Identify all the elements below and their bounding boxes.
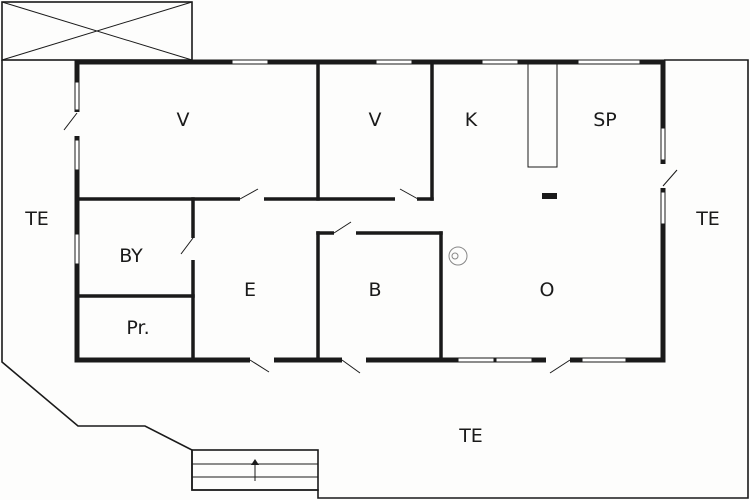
stove-icon [448,246,468,266]
exterior-walls [74,59,666,363]
door-icon [662,169,678,187]
door-openings [73,112,667,363]
terrace-label-right: TE [695,208,720,230]
door-icon [399,188,419,200]
door-icon [249,359,270,373]
door-icon [341,359,361,374]
door-icon [180,237,194,255]
room-label-by: BY [119,245,143,267]
interior-walls [77,62,443,360]
terrace-label-left: TE [24,208,49,230]
door-swings [63,112,678,374]
fixture-icon [542,193,557,199]
door-icon [549,359,571,374]
door-icon [333,221,352,234]
room-label-b: B [368,279,381,301]
room-label-v1: V [177,109,190,131]
arrow-up-icon [251,459,259,465]
room-label-o: O [540,279,555,301]
room-label-pr: Pr. [126,317,149,339]
door-icon [239,188,259,200]
room-labels: V V K SP BY Pr. E B O TE TE TE [24,109,720,447]
crossed-box [1,1,193,61]
terrace-label-bottom: TE [458,425,483,447]
windows [74,59,666,363]
kitchen-counter [527,63,558,168]
room-label-sp: SP [593,109,617,131]
room-label-e: E [244,279,256,301]
stairs [191,449,319,491]
room-label-v2: V [369,109,382,131]
room-label-k: K [465,109,478,131]
door-icon [63,112,78,131]
